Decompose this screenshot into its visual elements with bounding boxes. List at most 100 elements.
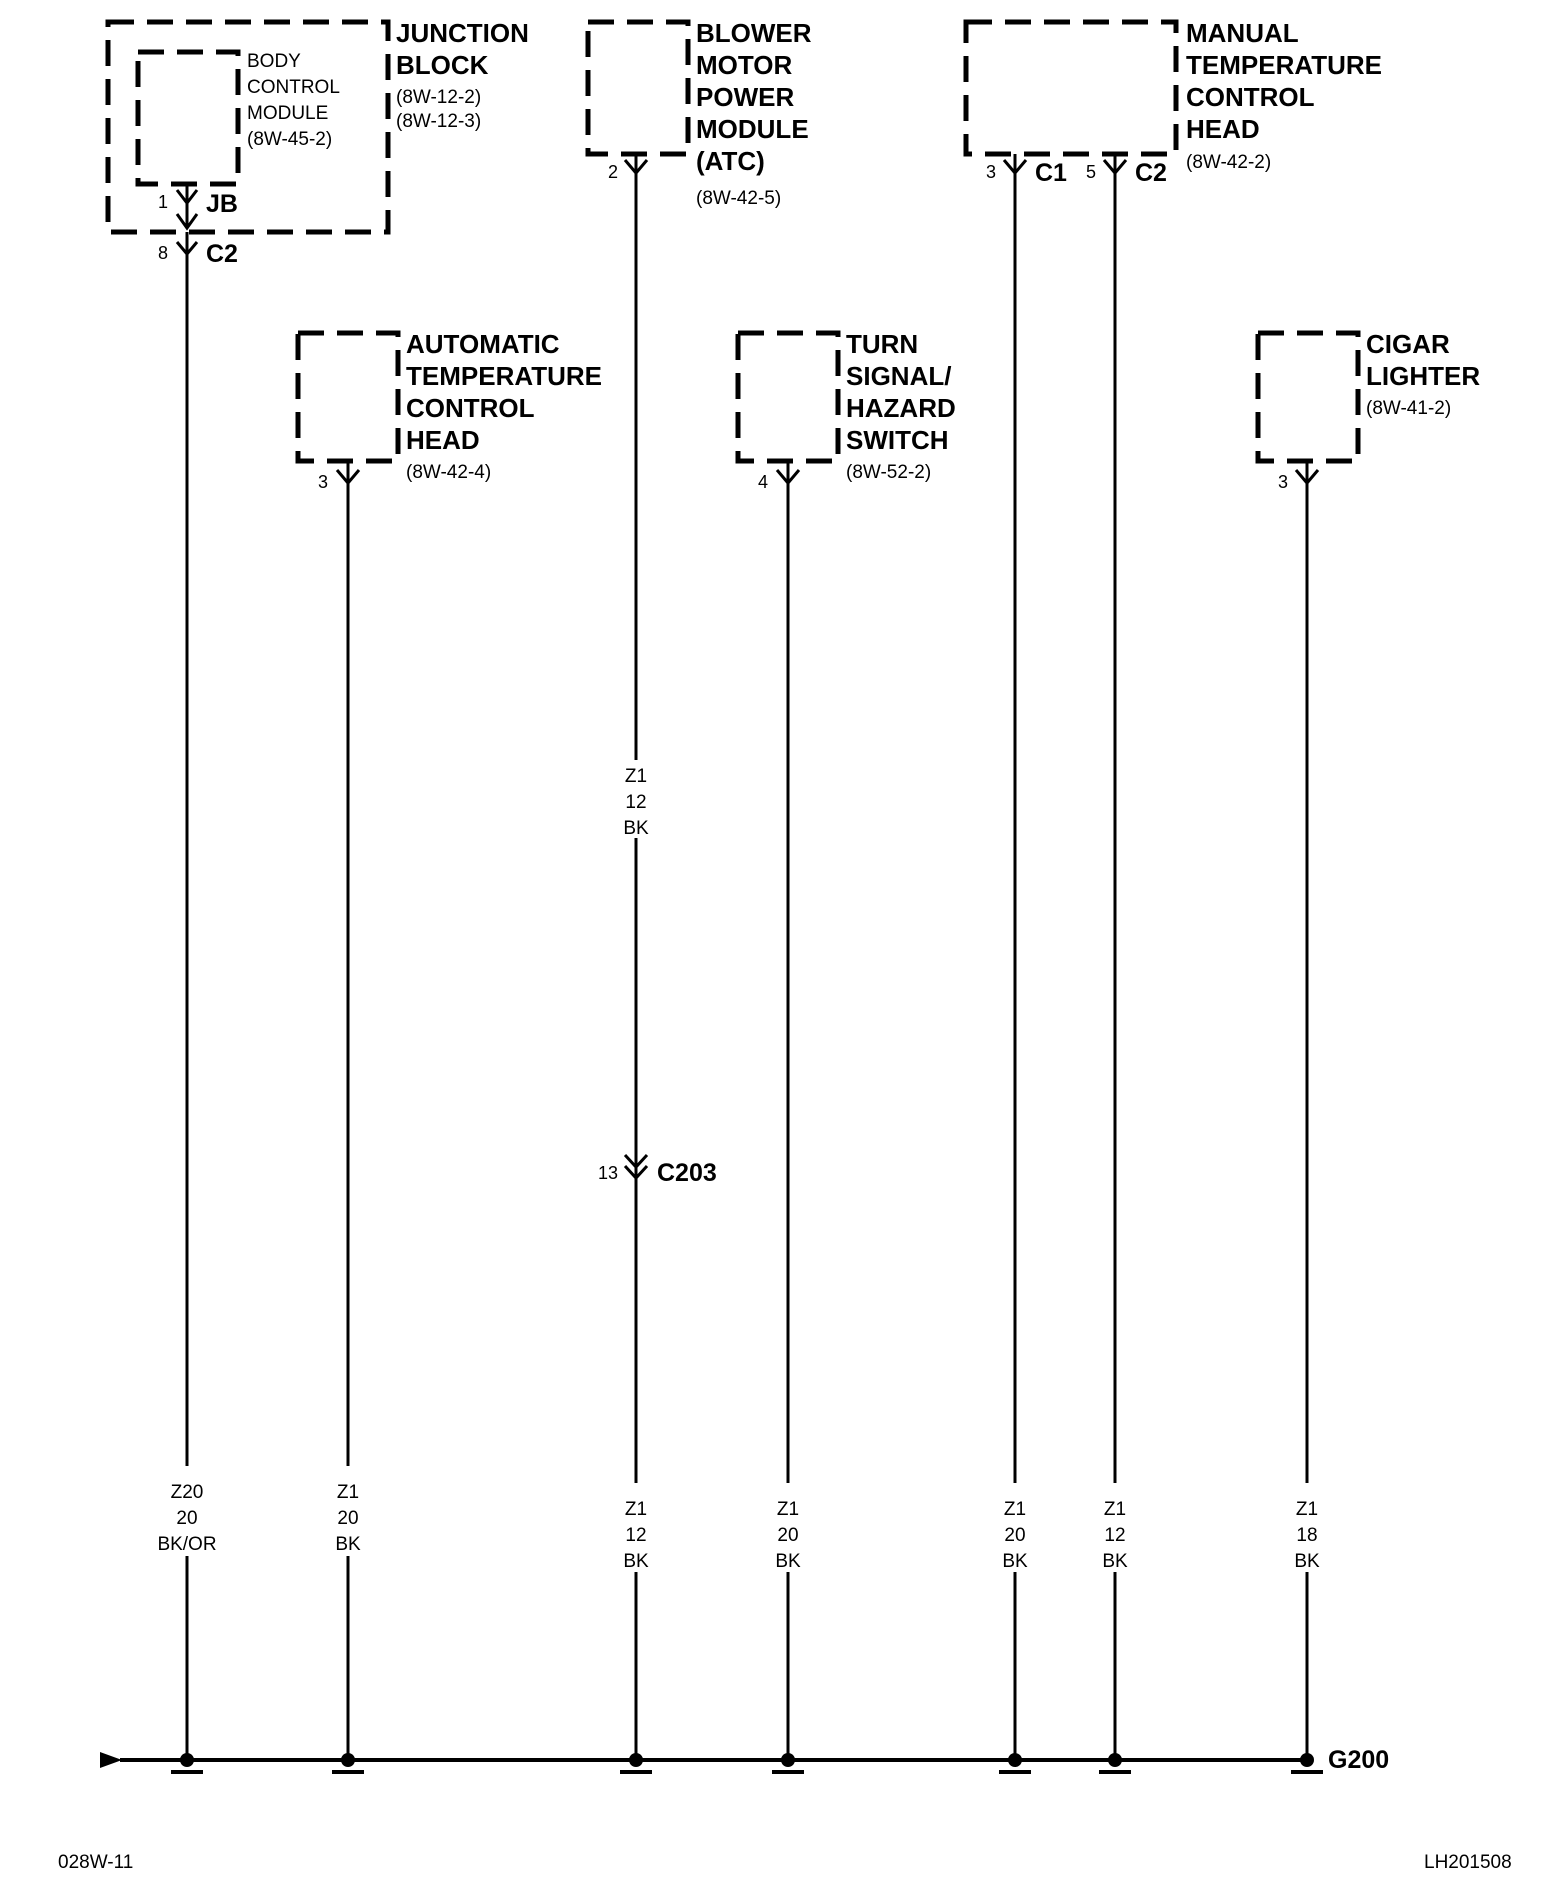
blower-ref: (8W-42-5) xyxy=(696,188,781,209)
bcm-name-2: CONTROL xyxy=(247,77,340,98)
mtc-name-4: HEAD xyxy=(1186,114,1260,144)
bcm-name-1: BODY xyxy=(247,51,301,72)
wire-turn-color: BK xyxy=(775,1551,801,1572)
svg-text:BK: BK xyxy=(623,1551,649,1572)
connector-mtc-c2: 5 C2 xyxy=(1086,154,1167,187)
connector-atc: 3 xyxy=(318,461,361,492)
ground-splice-mtc-c2 xyxy=(1099,1753,1131,1774)
svg-text:18: 18 xyxy=(1296,1525,1317,1546)
connector-c203-pin: 13 xyxy=(598,1163,618,1183)
junction-block-name-2: BLOCK xyxy=(396,50,489,80)
svg-text:HAZARD: HAZARD xyxy=(846,393,956,423)
svg-text:BK/OR: BK/OR xyxy=(157,1534,216,1555)
ground-splice-turn xyxy=(772,1753,804,1774)
svg-text:(8W-45-2): (8W-45-2) xyxy=(247,129,332,150)
mtc-name-2: TEMPERATURE xyxy=(1186,50,1382,80)
turn-name-1: TURN xyxy=(846,329,918,359)
svg-text:Z1: Z1 xyxy=(337,1482,359,1503)
svg-text:CONTROL: CONTROL xyxy=(1186,82,1315,112)
turn-signal-hazard-switch: TURN SIGNAL/ HAZARD SWITCH (8W-52-2) xyxy=(735,329,956,483)
junction-block-outline xyxy=(105,19,391,235)
svg-text:(8W-12-2): (8W-12-2) xyxy=(396,87,481,108)
turn-name-2: SIGNAL/ xyxy=(846,361,951,391)
wire-atc-gauge: 20 xyxy=(337,1508,358,1529)
connector-blower: 2 xyxy=(608,154,649,182)
wire-mtc-c2-circuit: Z1 xyxy=(1104,1499,1126,1520)
connector-mtc-c1-pin: 3 xyxy=(986,162,996,182)
junction-block-ref-2: (8W-12-3) xyxy=(396,111,481,132)
svg-text:BK: BK xyxy=(1002,1551,1028,1572)
svg-text:12: 12 xyxy=(625,792,646,813)
svg-text:CONTROL: CONTROL xyxy=(247,77,340,98)
wire-blower-upper-circuit: Z1 xyxy=(625,766,647,787)
wires xyxy=(185,173,1309,1760)
body-control-module: BODY CONTROL MODULE (8W-45-2) xyxy=(135,49,340,187)
svg-text:HEAD: HEAD xyxy=(1186,114,1260,144)
svg-text:(8W-42-2): (8W-42-2) xyxy=(1186,152,1271,173)
cigar-ref: (8W-41-2) xyxy=(1366,398,1451,419)
connector-jb-pin: 1 xyxy=(158,192,168,212)
ground-splice-cigar xyxy=(1291,1753,1323,1774)
footer-right: LH201508 xyxy=(1424,1852,1512,1873)
svg-text:12: 12 xyxy=(1104,1525,1125,1546)
svg-text:SIGNAL/: SIGNAL/ xyxy=(846,361,951,391)
connector-jb-c2-pin: 8 xyxy=(158,243,168,263)
turn-name-4: SWITCH xyxy=(846,425,949,455)
blower-name-4: MODULE xyxy=(696,114,809,144)
svg-text:LH201508: LH201508 xyxy=(1424,1852,1512,1873)
atc-name-3: CONTROL xyxy=(406,393,535,423)
connector-cigar: 3 xyxy=(1278,461,1320,492)
wire-cigar-color: BK xyxy=(1294,1551,1320,1572)
svg-text:4: 4 xyxy=(758,472,768,492)
wire-mtc-c1-circuit: Z1 xyxy=(1004,1499,1026,1520)
connector-blower-pin: 2 xyxy=(608,162,618,182)
svg-text:BK: BK xyxy=(335,1534,361,1555)
svg-text:(8W-12-3): (8W-12-3) xyxy=(396,111,481,132)
svg-text:13: 13 xyxy=(598,1163,618,1183)
svg-text:MODULE: MODULE xyxy=(696,114,809,144)
cigar-lighter-outline xyxy=(1255,330,1361,464)
wire-blower-upper-color: BK xyxy=(623,818,649,839)
svg-text:20: 20 xyxy=(176,1508,197,1529)
svg-text:20: 20 xyxy=(1004,1525,1025,1546)
svg-text:Z1: Z1 xyxy=(625,1499,647,1520)
atc-name-1: AUTOMATIC xyxy=(406,329,560,359)
connector-jb-c2: 8 C2 xyxy=(158,232,238,268)
svg-text:JB: JB xyxy=(206,190,238,218)
manual-temp-control-head-outline xyxy=(963,19,1179,157)
automatic-temp-control-head: AUTOMATIC TEMPERATURE CONTROL HEAD (8W-4… xyxy=(295,329,602,483)
svg-text:Z20: Z20 xyxy=(171,1482,204,1503)
cigar-name-2: LIGHTER xyxy=(1366,361,1480,391)
wire-blower-gauge: 12 xyxy=(625,1525,646,1546)
ground-bus-arrow xyxy=(100,1752,122,1768)
connector-turn-pin: 4 xyxy=(758,472,768,492)
svg-text:CIGAR: CIGAR xyxy=(1366,329,1450,359)
wire-blower-upper-gauge: 12 xyxy=(625,792,646,813)
mtc-ref: (8W-42-2) xyxy=(1186,152,1271,173)
svg-text:BK: BK xyxy=(1294,1551,1320,1572)
svg-text:8: 8 xyxy=(158,243,168,263)
svg-text:BK: BK xyxy=(1102,1551,1128,1572)
svg-text:G200: G200 xyxy=(1328,1746,1389,1774)
junction-block-name-1: JUNCTION xyxy=(396,18,529,48)
cigar-lighter: CIGAR LIGHTER (8W-41-2) xyxy=(1255,329,1480,464)
wire-mtc-c1-color: BK xyxy=(1002,1551,1028,1572)
svg-text:C2: C2 xyxy=(1135,159,1167,187)
wire-labels: Z20 20 BK/OR Z1 20 BK Z1 12 BK Z1 12 BK … xyxy=(157,766,1320,1572)
svg-text:(8W-41-2): (8W-41-2) xyxy=(1366,398,1451,419)
svg-text:BLOWER: BLOWER xyxy=(696,18,812,48)
blower-name-3: POWER xyxy=(696,82,794,112)
cigar-name-1: CIGAR xyxy=(1366,329,1450,359)
svg-text:MANUAL: MANUAL xyxy=(1186,18,1299,48)
svg-text:BK: BK xyxy=(623,818,649,839)
wire-blower-circuit: Z1 xyxy=(625,1499,647,1520)
blower-motor-power-module-outline xyxy=(585,19,691,157)
blower-name-2: MOTOR xyxy=(696,50,793,80)
mtc-name-1: MANUAL xyxy=(1186,18,1299,48)
footer-left: 028W-11 xyxy=(58,1852,133,1873)
connector-atc-pin: 3 xyxy=(318,472,328,492)
svg-text:2: 2 xyxy=(608,162,618,182)
wire-cigar-circuit: Z1 xyxy=(1296,1499,1318,1520)
atc-name-2: TEMPERATURE xyxy=(406,361,602,391)
svg-text:SWITCH: SWITCH xyxy=(846,425,949,455)
